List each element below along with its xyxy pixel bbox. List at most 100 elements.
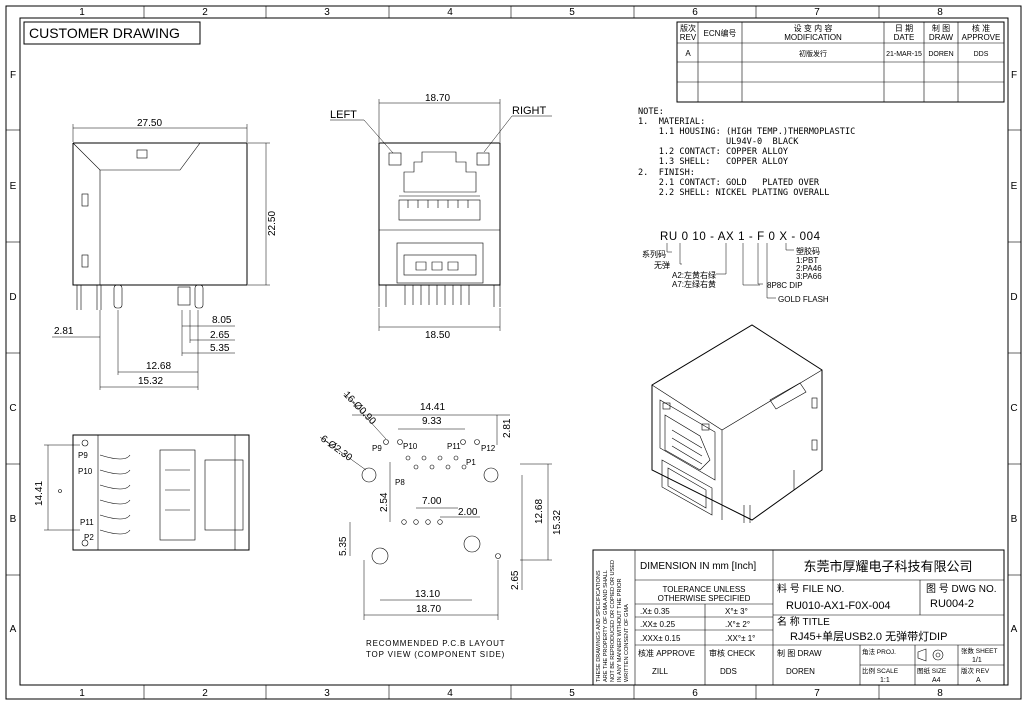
note-line: 2.1 CONTACT: GOLD PLATED OVER bbox=[638, 178, 820, 188]
draw-header-cn: 制 图 bbox=[932, 23, 950, 33]
dim-side-height: 22.50 bbox=[267, 211, 278, 236]
hole-callout-16: 16-Ø0.90 bbox=[341, 389, 378, 427]
dim-pcb-535: 5.35 bbox=[338, 536, 349, 556]
approve-cell: DDS bbox=[974, 51, 989, 58]
company-name: 东莞市厚耀电子科技有限公司 bbox=[803, 559, 972, 574]
dim-bottom-14: 14.41 bbox=[34, 481, 45, 506]
scale-value: 1:1 bbox=[880, 677, 890, 684]
row-label: E bbox=[1011, 181, 1018, 192]
check-label: 审核 CHECK bbox=[709, 648, 756, 658]
label-contacts: 8P8C DIP bbox=[767, 281, 803, 290]
col-label: 6 bbox=[692, 7, 698, 18]
dwg-no: RU004-2 bbox=[930, 598, 974, 610]
dim-pcb-933: 9.33 bbox=[422, 416, 442, 427]
tolerance-title: TOLERANCE UNLESS bbox=[663, 585, 746, 594]
revision-table: 版次 REV ECN编号 设 变 内 容 MODIFICATION 日 期 DA… bbox=[676, 21, 1005, 103]
pcb-pin-p10: P10 bbox=[403, 442, 418, 451]
tol-lin-2: .XX± 0.25 bbox=[640, 620, 676, 629]
part-code-diagram: RU 0 10 - AX 1 - F 0 X - 004 系列码 无弹 A2:左… bbox=[642, 231, 829, 304]
confidential-1: THESE DRAWINGS AND SPECIFICATIONS bbox=[596, 570, 602, 682]
mod-header-en: MODIFICATION bbox=[784, 33, 842, 42]
side-view: 27.50 22.50 8.05 2.65 5.35 2.81 12.68 15… bbox=[52, 118, 278, 390]
tol-ang-3: .XX°± 1° bbox=[725, 634, 755, 643]
label-led-a7: A7:左绿右黄 bbox=[672, 279, 716, 289]
tol-ang-1: X°± 3° bbox=[725, 607, 748, 616]
col-label: 2 bbox=[202, 688, 208, 699]
projection-symbol-icon bbox=[917, 648, 944, 662]
col-label: 7 bbox=[814, 7, 820, 18]
product-title: RJ45+单层USB2.0 无弹带灯DIP bbox=[790, 629, 947, 643]
row-label: E bbox=[10, 181, 17, 192]
draw-value: DOREN bbox=[786, 667, 815, 676]
col-label: 1 bbox=[79, 7, 85, 18]
dwg-label: 图 号 DWG NO. bbox=[926, 583, 997, 595]
approve-header-cn: 核 准 bbox=[972, 23, 990, 33]
dim-pcb-254: 2.54 bbox=[379, 492, 390, 512]
dim-pcb-1268: 12.68 bbox=[534, 499, 545, 524]
col-label: 7 bbox=[814, 688, 820, 699]
dim-pcb-700: 7.00 bbox=[422, 496, 442, 507]
scale-label: 比例 SCALE bbox=[862, 666, 899, 675]
check-value: DDS bbox=[720, 667, 737, 676]
rev-header-cn: 版次 bbox=[680, 23, 696, 33]
draw-label: 制 图 DRAW bbox=[777, 648, 822, 658]
note-line: NOTE: bbox=[638, 107, 664, 117]
label-no-spring: 无弹 bbox=[654, 260, 670, 270]
dim-pcb-265: 2.65 bbox=[510, 570, 521, 590]
bottom-pin-p11: P11 bbox=[80, 518, 94, 527]
col-label: 4 bbox=[447, 7, 453, 18]
dim-pcb-1441: 14.41 bbox=[420, 402, 445, 413]
column-markers-bottom: 1 2 3 4 5 6 7 8 bbox=[79, 685, 943, 699]
sheet-label: 张数 SHEET bbox=[961, 646, 998, 655]
sheet-value: 1/1 bbox=[972, 657, 982, 664]
pcb-pin-p11: P11 bbox=[447, 442, 461, 451]
date-header-en: DATE bbox=[894, 33, 915, 42]
dimension-unit: DIMENSION IN mm [Inch] bbox=[640, 561, 756, 572]
bottom-pin-p2: P2 bbox=[84, 533, 94, 542]
inner-border bbox=[19, 17, 1009, 686]
approve-label: 核准 APPROVE bbox=[638, 648, 695, 658]
pcb-layout: 14.41 9.33 2.81 P9 P10 P11 P12 P1 P8 16-… bbox=[318, 389, 563, 659]
row-markers: F E D C B A F E D C B A bbox=[6, 70, 1021, 635]
proj-label: 角法 PROJ. bbox=[862, 647, 896, 656]
mod-cell: 初版发行 bbox=[799, 49, 827, 58]
approve-value: ZILL bbox=[652, 667, 669, 676]
col-label: 1 bbox=[79, 688, 85, 699]
row-label: F bbox=[10, 70, 16, 81]
label-plastic-2: 2:PA46 bbox=[796, 264, 822, 273]
pcb-pin-p8: P8 bbox=[395, 478, 405, 487]
front-view: 18.70 18.50 LEFT RIGHT bbox=[330, 93, 552, 341]
row-label: B bbox=[10, 514, 17, 525]
label-plastic-3: 3:PA66 bbox=[796, 272, 822, 281]
col-label: 5 bbox=[569, 7, 575, 18]
rev-header-en: REV bbox=[680, 33, 697, 42]
row-label: A bbox=[10, 624, 17, 635]
dim-pcb-1532: 15.32 bbox=[552, 510, 563, 535]
dim-pcb-1870: 18.70 bbox=[416, 604, 441, 615]
col-label: 4 bbox=[447, 688, 453, 699]
notes-block: NOTE: 1. MATERIAL: 1.1 HOUSING: (HIGH TE… bbox=[638, 107, 855, 198]
file-no: RU010-AX1-F0X-004 bbox=[786, 600, 891, 612]
note-line: 1.2 CONTACT: COPPER ALLOY bbox=[638, 147, 789, 157]
tolerance-title-2: OTHERWISE SPECIFIED bbox=[658, 594, 751, 603]
row-label: C bbox=[1010, 403, 1017, 414]
tol-lin-3: .XXX± 0.15 bbox=[640, 634, 681, 643]
size-label: 图纸 SIZE bbox=[917, 666, 947, 675]
bottom-pin-p9: P9 bbox=[78, 451, 88, 460]
rev-label: 版次 REV bbox=[961, 666, 990, 675]
dim-pcb-1310: 13.10 bbox=[415, 589, 440, 600]
title-box bbox=[23, 21, 201, 45]
title-box-text: CUSTOMER DRAWING bbox=[29, 25, 180, 41]
file-label: 料 号 FILE NO. bbox=[777, 582, 844, 595]
label-plastic-1: 1:PBT bbox=[796, 256, 818, 265]
approve-header-en: APPROVE bbox=[962, 33, 1001, 42]
pcb-pin-p9: P9 bbox=[372, 444, 382, 453]
label-gold-flash: GOLD FLASH bbox=[778, 295, 829, 304]
dim-pcb-281: 2.81 bbox=[502, 418, 513, 438]
pcb-pin-p12: P12 bbox=[481, 444, 496, 453]
col-label: 6 bbox=[692, 688, 698, 699]
dim-front-bottom: 18.50 bbox=[425, 330, 450, 341]
label-left: LEFT bbox=[330, 109, 357, 121]
dim-side-d4: 2.81 bbox=[54, 326, 74, 337]
tol-ang-2: .X°± 2° bbox=[725, 620, 750, 629]
